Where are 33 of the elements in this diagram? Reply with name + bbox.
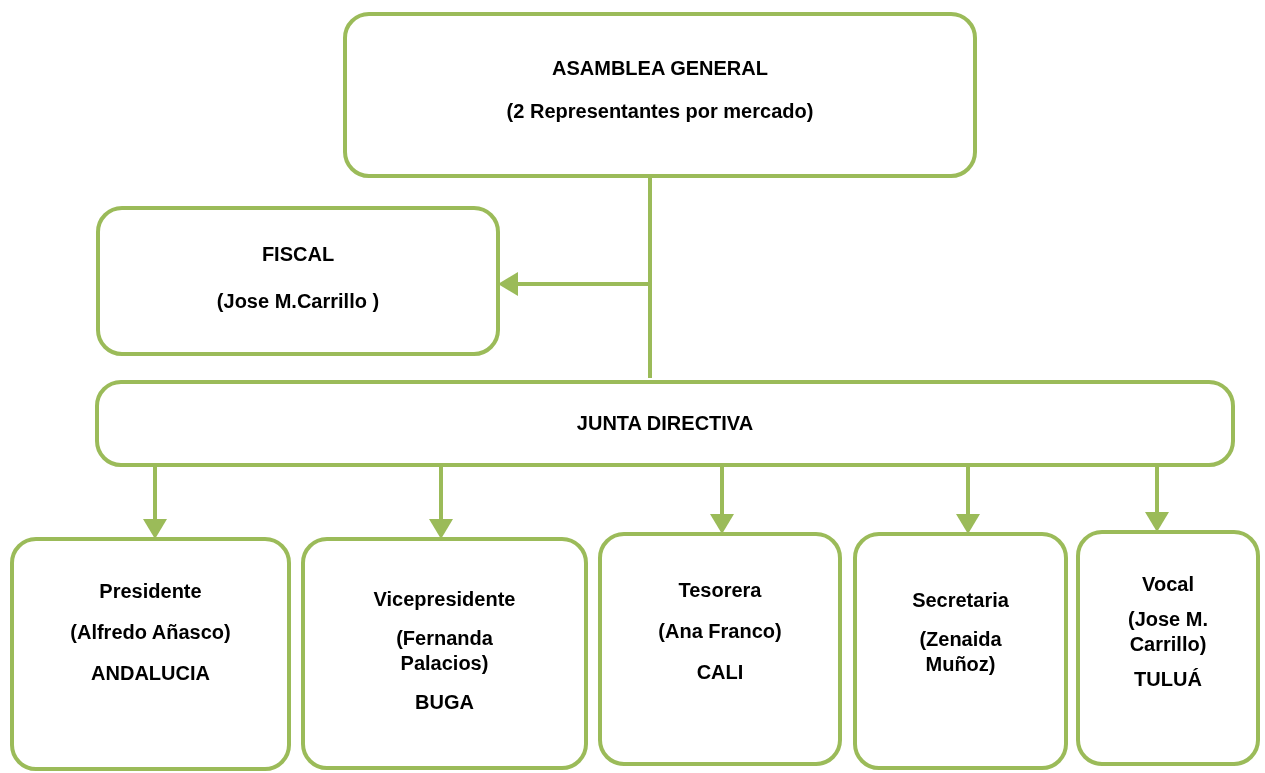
- arrow: [956, 467, 980, 534]
- arrow: [429, 467, 453, 539]
- role-title: JUNTA DIRECTIVA: [576, 411, 754, 436]
- role-title: Presidente: [99, 579, 202, 604]
- role-title: Vicepresidente: [373, 587, 516, 612]
- member-text: TULUÁ: [1134, 667, 1202, 692]
- role-title: ASAMBLEA GENERAL: [552, 56, 768, 81]
- org-box: [343, 12, 977, 178]
- role-title: Secretaria: [912, 588, 1009, 613]
- member-text: (2 Representantes por mercado): [506, 99, 814, 124]
- member-text: (Alfredo Añasco): [70, 620, 231, 645]
- arrow: [143, 467, 167, 539]
- arrow: [710, 467, 734, 534]
- member-text: (Zenaida Muñoz): [918, 627, 1003, 677]
- role-title: FISCAL: [261, 242, 335, 267]
- member-text: ANDALUCIA: [91, 661, 210, 686]
- org-box: [95, 380, 1235, 467]
- org-box: [10, 537, 291, 771]
- member-text: (Jose M.Carrillo ): [216, 289, 380, 314]
- arrow: [1145, 467, 1169, 532]
- org-box: [301, 537, 588, 770]
- member-text: CALI: [696, 660, 744, 685]
- role-title: Tesorera: [678, 578, 762, 603]
- arrow: [498, 178, 652, 296]
- org-box: [598, 532, 842, 766]
- member-text: (Fernanda Palacios): [395, 626, 494, 676]
- org-box: [853, 532, 1068, 770]
- org-box: [96, 206, 500, 356]
- role-title: Vocal: [1142, 572, 1194, 597]
- member-text: (Jose M. Carrillo): [1127, 607, 1209, 657]
- member-text: (Ana Franco): [658, 619, 782, 644]
- member-text: BUGA: [415, 690, 474, 715]
- org-box: [1076, 530, 1260, 766]
